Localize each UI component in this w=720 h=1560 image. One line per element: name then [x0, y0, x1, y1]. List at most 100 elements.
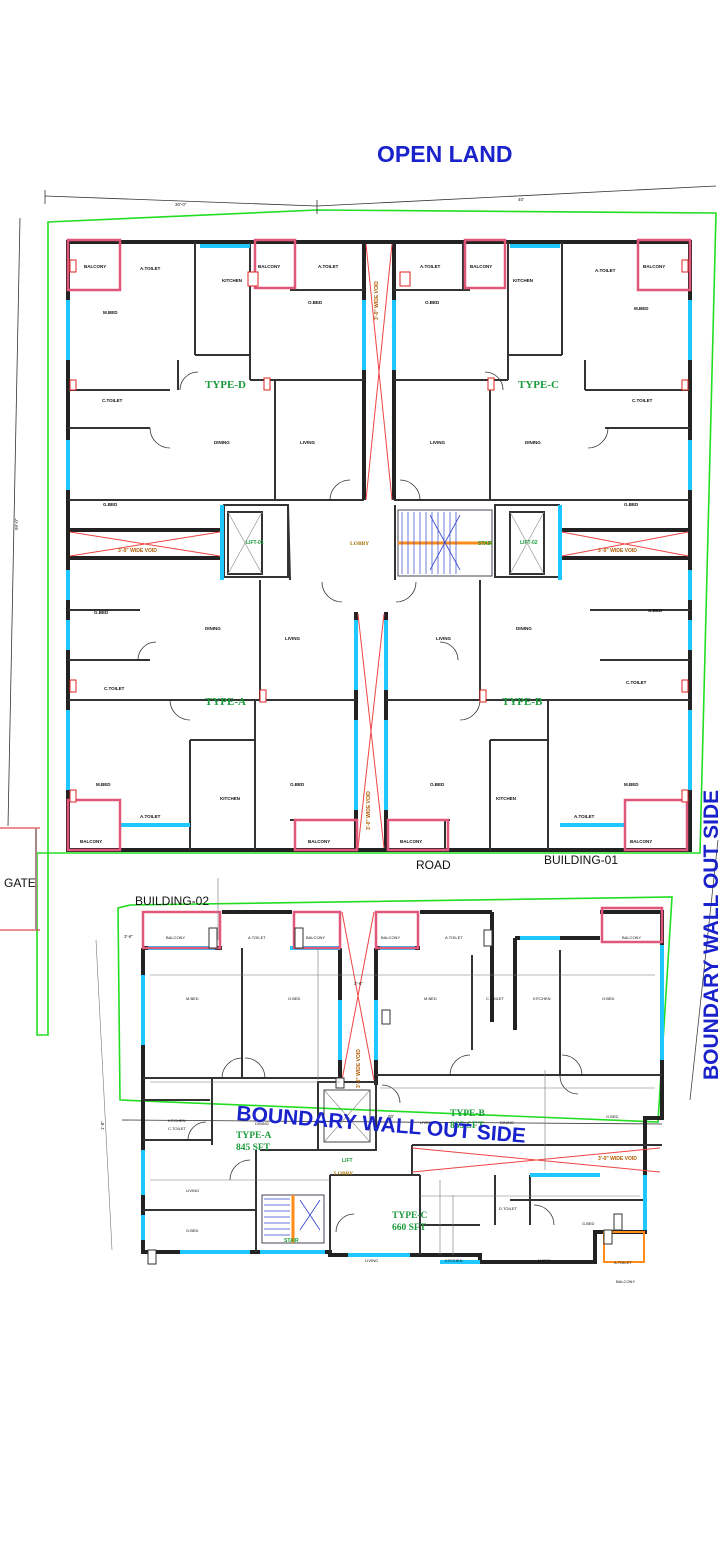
- b1-lobby: LOBBY: [350, 541, 369, 547]
- b1-a-atoilet: A.TOILET: [140, 814, 161, 819]
- stair-building-01: [397, 509, 493, 577]
- b1-d-kitchen: KITCHEN: [222, 278, 242, 283]
- dim-left: 99'-0": [14, 518, 19, 530]
- b1-c-mbed: M.BED: [634, 306, 649, 311]
- b1-c-atoilet: A.TOILET: [420, 264, 441, 269]
- b2-c-atoilet: A.TOILET: [614, 1260, 632, 1265]
- b2-c-gbed: G.BED: [582, 1221, 595, 1226]
- b2-b-balcony2: BALCONY: [622, 935, 641, 940]
- b2-b-living: LIVING: [420, 1120, 433, 1125]
- b2-a-living: LIVING: [186, 1188, 199, 1193]
- b2-b-gbed: G.BED: [606, 1114, 619, 1119]
- building-02-plan: [141, 906, 664, 1265]
- b2-lift: LIFT: [342, 1158, 353, 1164]
- b1-a-mbed: M.BED: [96, 782, 111, 787]
- b1-d-atoilet2: A.TOILET: [318, 264, 339, 269]
- b1-a-gbed: G.BED: [94, 610, 109, 615]
- b2-dim-w2: 3'-6": [354, 981, 363, 986]
- b2-void-right: 3'-0" WIDE VOID: [598, 1156, 637, 1162]
- building-02-label: BUILDING-02: [135, 894, 209, 908]
- b2-a-balcony: BALCONY: [166, 935, 185, 940]
- b2-c-kitchen: KITCHEN: [445, 1258, 463, 1263]
- b1-c-obed: O.BED: [425, 300, 440, 305]
- b1-stair: STAIR: [478, 541, 493, 547]
- b2-type-a-area: 845 SFT: [236, 1143, 271, 1153]
- b1-lift-02: LIFT-02: [520, 540, 538, 546]
- b1-c-balcony2: BALCONY: [643, 264, 665, 269]
- b1-d-obed: O.BED: [308, 300, 323, 305]
- b1-c-gbed: G.BED: [624, 502, 639, 507]
- b2-a-gbed: G.BED: [186, 1228, 199, 1233]
- site-boundary-building-02: [117, 896, 673, 1123]
- b1-a-dining: DINING: [205, 626, 221, 631]
- b2-dim-w1: 3'-6": [124, 934, 133, 939]
- b1-d-atoilet: A.TOILET: [140, 266, 161, 271]
- b1-void-right: 3'-0" WIDE VOID: [598, 548, 637, 554]
- dim-bottom: 60': [388, 1114, 394, 1119]
- b2-a-dining: DINING: [255, 1121, 269, 1126]
- b2-b-atoilet: A.TOILET: [445, 935, 463, 940]
- b1-a-balcony: BALCONY: [80, 839, 102, 844]
- b2-a-kitchen: KITCHEN: [168, 1118, 186, 1123]
- b2-b-balcony: BALCONY: [381, 935, 400, 940]
- b2-a-balcony2: BALCONY: [306, 935, 325, 940]
- b2-void-vertical: 3'-0" WIDE VOID: [356, 1049, 362, 1088]
- b1-d-gbed: G.BED: [103, 502, 118, 507]
- b1-void-left: 3'-0" WIDE VOID: [118, 548, 157, 554]
- b1-c-ctoilet: C.TOILET: [632, 398, 653, 403]
- road-label: ROAD: [416, 858, 451, 872]
- b2-type-c: TYPE-C: [392, 1211, 428, 1221]
- building-01-plan: [66, 238, 692, 852]
- b2-a-ctoilet: C.TOILET: [168, 1126, 186, 1131]
- b2-b-ctoilet: C.TOILET: [486, 996, 504, 1001]
- b2-c-living: LIVING: [365, 1258, 378, 1263]
- b2-c-dtoilet: D.TOILET: [499, 1206, 517, 1211]
- building-01-label: BUILDING-01: [544, 853, 618, 867]
- b1-b-obed: O.BED: [430, 782, 445, 787]
- b1-d-dining: DINING: [214, 440, 230, 445]
- b1-b-dining: DINING: [516, 626, 532, 631]
- b1-c-kitchen: KITCHEN: [513, 278, 533, 283]
- b2-a-mbed: M.BED: [186, 996, 199, 1001]
- b1-b-ctoilet: C.TOILET: [626, 680, 647, 685]
- boundary-wall-right-label: BOUNDARY WALL OUT SIDE: [700, 790, 720, 1080]
- b1-b-balcony2: BALCONY: [630, 839, 652, 844]
- b1-void-top: 3'-0" WIDE VOID: [374, 281, 380, 320]
- b2-c-mbed: M.BED: [538, 1258, 551, 1263]
- b1-b-balcony: BALCONY: [400, 839, 422, 844]
- b1-type-d: TYPE-D: [205, 379, 246, 391]
- b1-c-atoilet2: A.TOILET: [595, 268, 616, 273]
- site-boundary-building-01: [36, 209, 717, 1036]
- b2-b-mbed: M.BED: [424, 996, 437, 1001]
- b2-a-atoilet: A.TOILET: [248, 935, 266, 940]
- b2-b-dining: DINING: [500, 1120, 514, 1125]
- dim-top-right: 40': [518, 197, 524, 202]
- b1-d-balcony: BALCONY: [84, 264, 106, 269]
- b1-a-kitchen: KITCHEN: [220, 796, 240, 801]
- b2-a-obed: O.BED: [288, 996, 301, 1001]
- b2-stair: STAIR: [284, 1238, 299, 1244]
- b1-c-balcony: BALCONY: [470, 264, 492, 269]
- b2-c-balcony: BALCONY: [616, 1279, 635, 1284]
- b1-b-gbed: G.BED: [648, 608, 663, 613]
- b2-type-c-area: 660 SFT: [392, 1223, 427, 1233]
- b1-b-atoilet: A.TOILET: [574, 814, 595, 819]
- b1-c-living: LIVING: [430, 440, 446, 445]
- b2-dim-left: 1'-8": [100, 1121, 105, 1130]
- b1-type-c: TYPE-C: [518, 379, 559, 391]
- b1-void-bottom: 3'-0" WIDE VOID: [366, 791, 372, 830]
- b1-type-a: TYPE-A: [205, 696, 246, 708]
- b1-b-living: LIVING: [436, 636, 452, 641]
- b1-d-balcony2: BALCONY: [258, 264, 280, 269]
- b1-d-ctoilet: C.TOILET: [102, 398, 123, 403]
- b2-type-b-area: 855 SFT: [450, 1121, 485, 1131]
- b1-b-mbed: M.BED: [624, 782, 639, 787]
- b1-a-balcony2: BALCONY: [308, 839, 330, 844]
- open-land-label: OPEN LAND: [377, 141, 512, 167]
- b1-b-kitchen: KITCHEN: [496, 796, 516, 801]
- gate-label: GATE: [4, 876, 36, 890]
- b2-b-kitchen: KITCHEN: [533, 996, 551, 1001]
- b1-d-mbed: M.BED: [103, 310, 118, 315]
- dim-top-left: 30'-0": [175, 202, 187, 207]
